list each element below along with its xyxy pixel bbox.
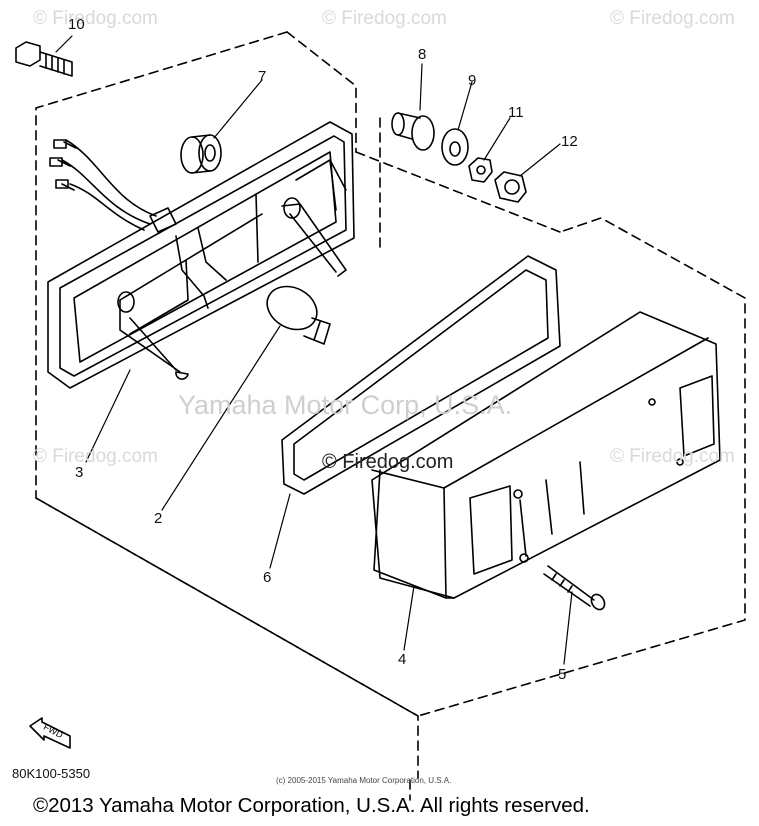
footer-copyright: ©2013 Yamaha Motor Corporation, U.S.A. A…: [33, 794, 590, 817]
callout-10: 10: [68, 16, 85, 33]
watermark-top-center: © Firedog.com: [322, 8, 447, 29]
small-copyright: (c) 2005-2015 Yamaha Motor Corporation, …: [276, 776, 452, 785]
watermark-center: Yamaha Motor Corp, U.S.A.: [178, 390, 513, 420]
fwd-arrow-icon: [29, 717, 71, 749]
nut-11: [468, 157, 493, 183]
callout-7: 7: [258, 68, 267, 85]
callout-2: 2: [154, 510, 163, 527]
washer-9: [441, 128, 469, 166]
watermark-top-left: © Firedog.com: [33, 8, 158, 29]
bolt-10: [15, 41, 73, 77]
callout-8: 8: [418, 46, 427, 63]
cap-nut-12: [494, 171, 527, 203]
watermark-mid-right: © Firedog.com: [610, 446, 735, 467]
dashed-assembly-outline: [35, 31, 746, 801]
lamp-housing-3: [47, 121, 355, 389]
watermark-center-small: © Firedog.com: [322, 451, 454, 473]
callout-12: 12: [561, 133, 578, 150]
callout-9: 9: [468, 72, 477, 89]
gasket-6: [281, 255, 561, 495]
watermark-top-right: © Firedog.com: [610, 8, 735, 29]
lens-4: [371, 311, 721, 599]
watermark-mid-left: © Firedog.com: [33, 446, 158, 467]
grommet-7: [180, 134, 222, 174]
callout-5: 5: [558, 666, 567, 683]
bulb-2: [266, 285, 331, 345]
callout-6: 6: [263, 569, 272, 586]
callout-4: 4: [398, 651, 407, 668]
callout-3: 3: [75, 464, 84, 481]
collar-8: [391, 112, 435, 151]
screw-5: [543, 565, 606, 611]
callout-11: 11: [508, 104, 524, 121]
part-number: 80K100-5350: [12, 766, 91, 781]
leader-lines: [55, 35, 573, 665]
